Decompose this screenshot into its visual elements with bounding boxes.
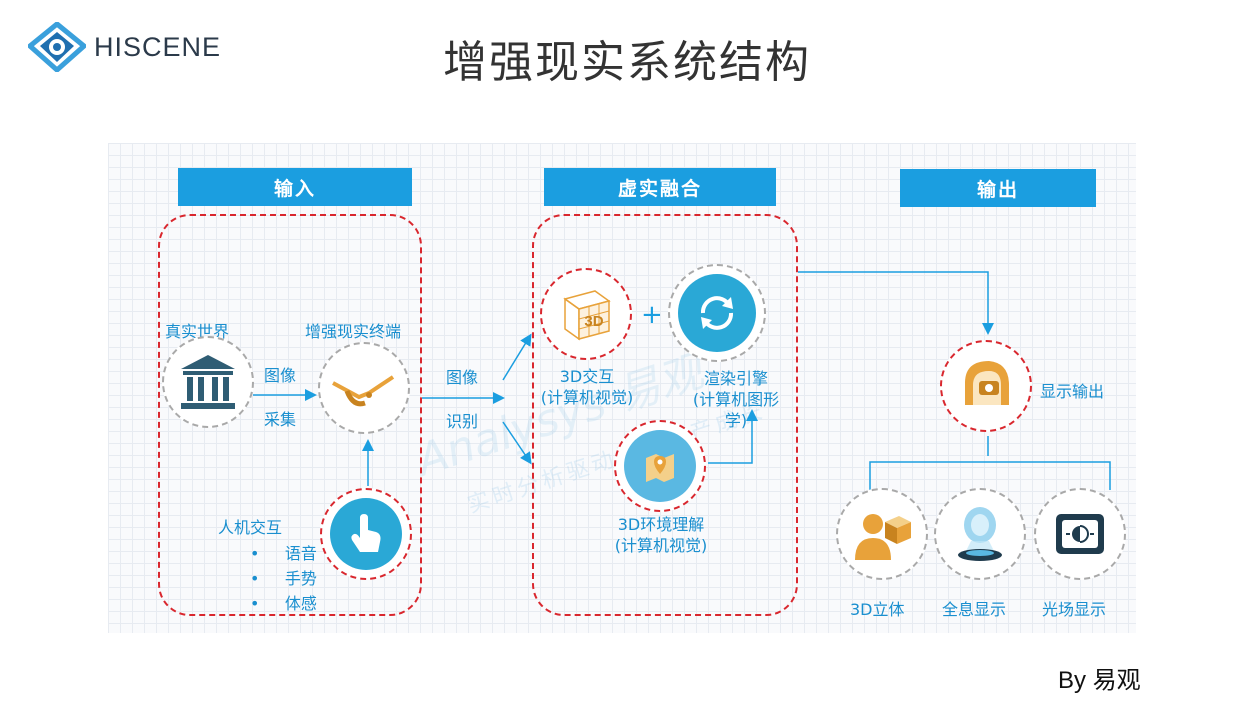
label-stereo-3d: 3D立体 — [850, 600, 905, 619]
lightfield-icon — [1056, 514, 1104, 554]
helmet-icon — [965, 361, 1009, 405]
stereo-3d-node — [836, 488, 928, 580]
lightfield-node — [1034, 488, 1126, 580]
label-edge-image: 图像 — [264, 366, 297, 385]
refresh-badge — [678, 274, 756, 352]
touch-hand-icon — [351, 514, 381, 552]
refresh-icon — [701, 296, 733, 330]
cube-3d-text: 3D — [584, 313, 603, 330]
touch-hand-badge — [330, 498, 402, 570]
logo-icon — [28, 22, 86, 72]
section-header-input: 输入 — [178, 168, 412, 206]
ar-terminal-node — [318, 342, 410, 434]
label-hologram: 全息显示 — [942, 600, 1007, 619]
render-engine-node — [668, 264, 766, 362]
label-flow-image: 图像 — [446, 368, 479, 387]
label-hci: 人机交互 — [218, 518, 283, 537]
map-pin-icon — [646, 454, 674, 482]
hci-bullet-2: • 手势 — [250, 569, 317, 588]
section-header-output: 输出 — [900, 169, 1096, 207]
museum-icon — [181, 355, 235, 409]
glasses-icon — [332, 375, 395, 407]
page-title: 增强现实系统结构 — [443, 37, 811, 88]
display-output-node — [940, 340, 1032, 432]
map-badge — [624, 430, 696, 502]
hologram-icon — [958, 507, 1002, 561]
env-understanding-node — [614, 420, 706, 512]
cube-3d-icon: 3D — [563, 290, 611, 341]
label-flow-recognition: 识别 — [446, 412, 479, 431]
label-render-engine: 渲染引擎 (计算机图形 学) — [692, 369, 780, 430]
person-cube-icon — [855, 514, 911, 560]
label-lightfield: 光场显示 — [1042, 600, 1107, 619]
brand-logo: HISCENE — [28, 22, 221, 72]
interaction-3d-node: 3D — [540, 268, 632, 360]
hci-bullet-3: • 体感 — [250, 594, 317, 613]
fusion-group-box — [532, 214, 798, 616]
label-ar-terminal: 增强现实终端 — [305, 322, 402, 341]
footer-credit: By 易观 — [1058, 667, 1141, 694]
real-world-node — [162, 336, 254, 428]
label-3d-interaction: 3D交互 (计算机视觉) — [540, 367, 634, 407]
label-display-output: 显示输出 — [1040, 382, 1105, 401]
section-header-fusion: 虚实融合 — [544, 168, 776, 206]
hologram-node — [934, 488, 1026, 580]
plus-sign: + — [641, 300, 663, 330]
brand-name: HISCENE — [94, 31, 222, 62]
input-group-box — [158, 214, 422, 616]
hci-bullet-1: • 语音 — [250, 544, 317, 563]
hci-node — [320, 488, 412, 580]
label-env-understanding: 3D环境理解 (计算机视觉) — [614, 515, 708, 555]
label-edge-capture: 采集 — [264, 410, 297, 429]
